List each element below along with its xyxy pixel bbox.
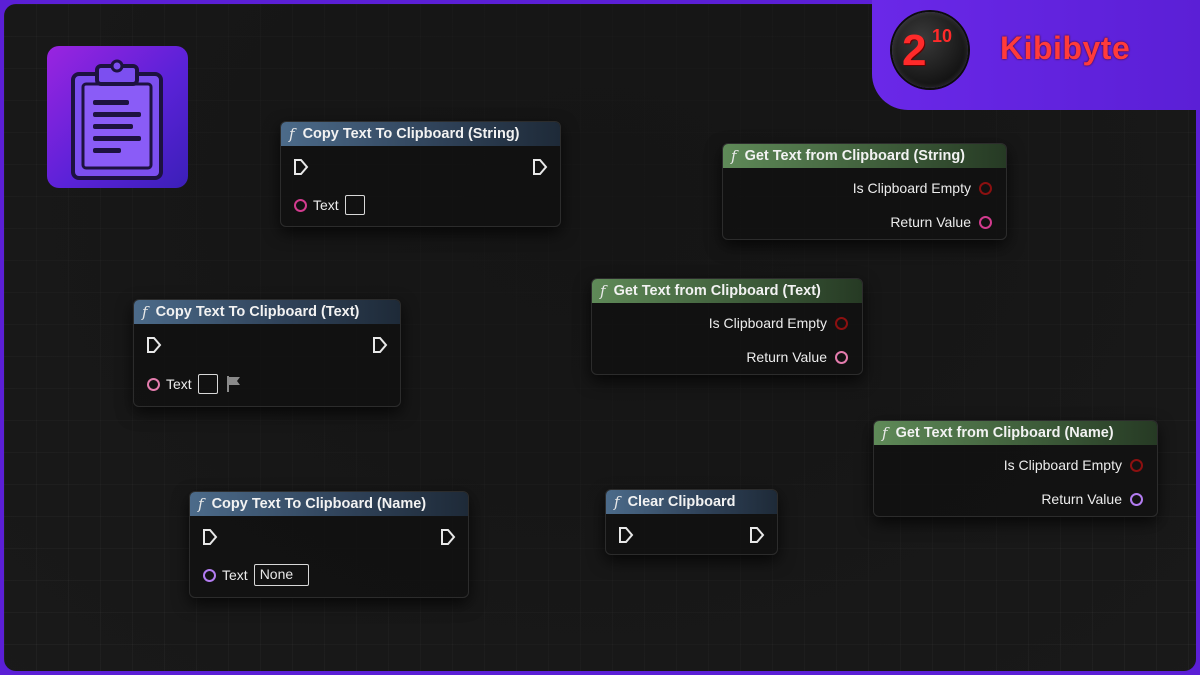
bool-output-pin[interactable] (835, 316, 848, 330)
output-pin-label: Is Clipboard Empty (852, 180, 971, 196)
exec-out-pin[interactable] (440, 528, 456, 546)
clipboard-tile (47, 46, 188, 188)
node-header[interactable]: f Copy Text To Clipboard (String) (281, 122, 560, 146)
function-icon: f (614, 493, 620, 511)
function-icon: f (600, 282, 606, 300)
function-icon: f (731, 147, 737, 165)
node-title: Get Text from Clipboard (Text) (613, 283, 821, 299)
bool-output-pin[interactable] (979, 181, 992, 195)
pin-label: Text (166, 376, 192, 392)
exec-out-pin[interactable] (532, 158, 548, 176)
node-title: Get Text from Clipboard (String) (744, 148, 966, 164)
text-value-field[interactable] (344, 195, 365, 215)
brand-logo-base: 2 (902, 26, 927, 75)
bool-output-pin[interactable] (1130, 458, 1143, 472)
name-value-field[interactable]: None (253, 564, 309, 586)
text-output-pin[interactable] (835, 350, 848, 364)
node-title: Clear Clipboard (627, 494, 736, 510)
node-title: Copy Text To Clipboard (Text) (155, 304, 360, 320)
node-header[interactable]: f Get Text from Clipboard (Name) (874, 421, 1157, 445)
pin-label: Text (222, 567, 248, 583)
output-pin-label: Is Clipboard Empty (708, 315, 827, 331)
exec-out-pin[interactable] (372, 336, 388, 354)
exec-out-pin[interactable] (749, 526, 765, 544)
pin-label: Text (313, 197, 339, 213)
output-pin-label: Return Value (1041, 491, 1122, 507)
output-pin-label: Return Value (890, 214, 971, 230)
node-header[interactable]: f Copy Text To Clipboard (Name) (190, 492, 468, 516)
string-input-pin[interactable] (294, 198, 307, 212)
brand-logo-exponent: 10 (932, 26, 953, 46)
node-get-text-string[interactable]: f Get Text from Clipboard (String) Is Cl… (722, 143, 1007, 240)
function-icon: f (289, 125, 295, 143)
node-get-text-text[interactable]: f Get Text from Clipboard (Text) Is Clip… (591, 278, 863, 375)
output-pin-label: Is Clipboard Empty (1003, 457, 1122, 473)
function-icon: f (142, 303, 148, 321)
localization-flag-icon[interactable] (226, 375, 242, 393)
text-value-field[interactable] (197, 374, 218, 394)
node-title: Copy Text To Clipboard (Name) (211, 496, 427, 512)
node-header[interactable]: f Get Text from Clipboard (Text) (592, 279, 862, 303)
node-clear-clipboard[interactable]: f Clear Clipboard (605, 489, 778, 555)
node-header[interactable]: f Clear Clipboard (606, 490, 777, 514)
node-copy-text-string[interactable]: f Copy Text To Clipboard (String) Text (280, 121, 561, 227)
function-icon: f (198, 495, 204, 513)
exec-in-pin[interactable] (618, 526, 634, 544)
brand-logo: 2 10 (892, 12, 968, 88)
node-copy-text-text[interactable]: f Copy Text To Clipboard (Text) Text (133, 299, 401, 407)
node-header[interactable]: f Get Text from Clipboard (String) (723, 144, 1006, 168)
node-get-text-name[interactable]: f Get Text from Clipboard (Name) Is Clip… (873, 420, 1158, 517)
node-title: Copy Text To Clipboard (String) (302, 126, 520, 142)
text-input-pin[interactable] (147, 377, 160, 391)
brand-banner: 2 10 Kibibyte (872, 0, 1200, 110)
name-output-pin[interactable] (1130, 492, 1143, 506)
name-input-pin[interactable] (203, 568, 216, 582)
output-pin-label: Return Value (746, 349, 827, 365)
exec-in-pin[interactable] (146, 336, 162, 354)
exec-in-pin[interactable] (293, 158, 309, 176)
function-icon: f (882, 424, 888, 442)
brand-name: Kibibyte (1000, 30, 1131, 66)
clipboard-icon (71, 59, 163, 180)
node-header[interactable]: f Copy Text To Clipboard (Text) (134, 300, 400, 324)
node-copy-text-name[interactable]: f Copy Text To Clipboard (Name) Text Non… (189, 491, 469, 598)
string-output-pin[interactable] (979, 215, 992, 229)
node-title: Get Text from Clipboard (Name) (895, 425, 1114, 441)
exec-in-pin[interactable] (202, 528, 218, 546)
